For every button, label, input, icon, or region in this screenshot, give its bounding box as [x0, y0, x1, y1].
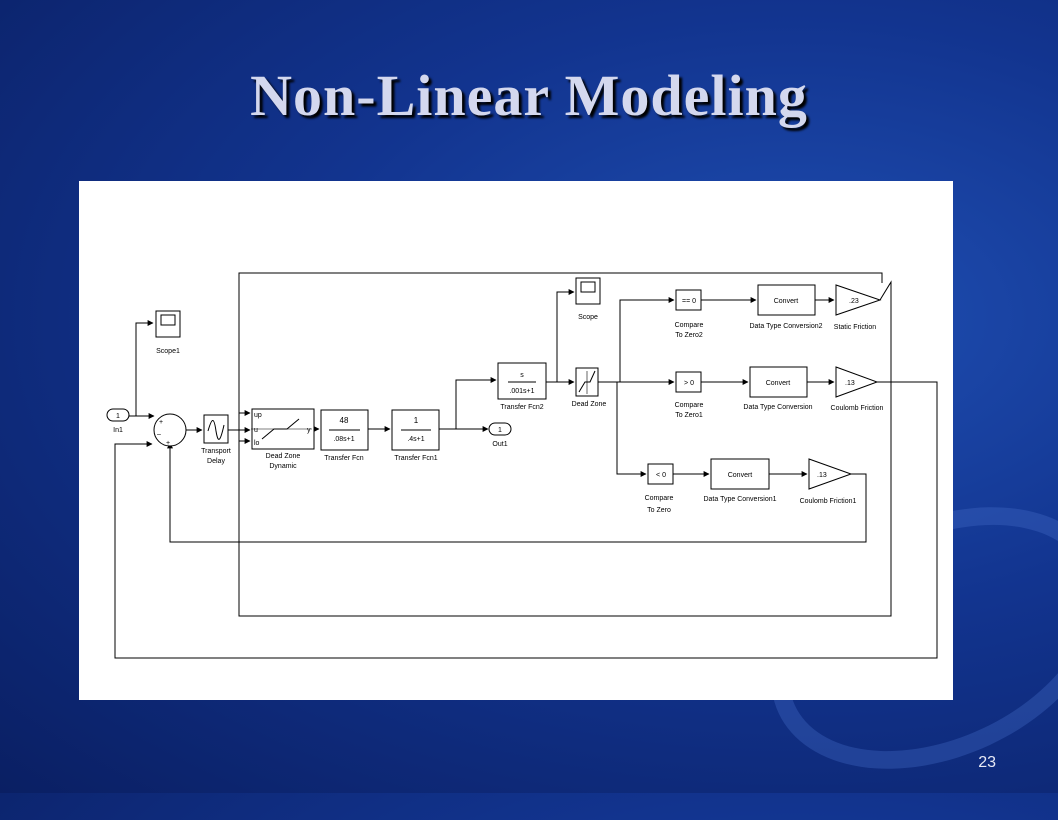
- transport-delay-label-2: Delay: [207, 458, 225, 465]
- dzd-curve-icon: [261, 418, 300, 440]
- coulomb-friction-label: Coulomb Friction: [831, 405, 884, 412]
- static-friction-gain-value: .23: [849, 298, 859, 305]
- cmp0-operator: < 0: [656, 472, 666, 479]
- tf2-label: Transfer Fcn2: [500, 404, 543, 411]
- cmp2-label-1: Compare: [675, 322, 704, 329]
- tf1-numerator: 1: [414, 416, 419, 425]
- compare-to-zero-block[interactable]: [647, 463, 674, 485]
- compare-to-zero2-block[interactable]: [675, 289, 702, 311]
- cmp0-label-2: To Zero: [647, 507, 671, 514]
- page-number: 23: [978, 754, 996, 771]
- dzd-port-u: u: [254, 427, 258, 434]
- data-type-conversion-block[interactable]: [749, 366, 808, 398]
- sum-block[interactable]: [153, 413, 187, 447]
- coulomb-friction1-gain-value: .13: [817, 472, 827, 479]
- transfer-fcn2-block[interactable]: [497, 362, 547, 400]
- tf2-numerator: s: [520, 372, 524, 379]
- static-friction-gain-block[interactable]: [835, 284, 882, 316]
- signal-lines: [114, 272, 938, 659]
- dtc2-text: Convert: [774, 298, 799, 305]
- coulomb-friction1-label: Coulomb Friction1: [800, 498, 857, 505]
- in1-port[interactable]: [106, 408, 130, 422]
- cmp2-label-2: To Zero2: [675, 332, 703, 339]
- cmp1-label-2: To Zero1: [675, 412, 703, 419]
- coulomb-friction-gain-block[interactable]: [835, 366, 879, 398]
- tf-numerator: 48: [340, 416, 349, 425]
- tf-denominator: .08s+1: [333, 436, 354, 443]
- compare-to-zero1-block[interactable]: [675, 371, 702, 393]
- out1-label: Out1: [492, 441, 507, 448]
- coulomb-friction1-gain-block[interactable]: [808, 458, 853, 490]
- dzd-port-lo: lo: [254, 440, 260, 447]
- slide-title: Non-Linear Modeling: [250, 63, 808, 128]
- scope-label: Scope: [578, 314, 598, 321]
- sum-sign-top: +: [159, 419, 163, 426]
- dead-zone-label: Dead Zone: [572, 401, 607, 408]
- tf2-denominator: .001s+1: [509, 388, 534, 395]
- dzd-port-up: up: [254, 412, 262, 419]
- static-friction-label: Static Friction: [834, 324, 877, 331]
- cmp0-label-1: Compare: [645, 495, 674, 502]
- in1-port-number: 1: [116, 413, 120, 420]
- cmp1-label-1: Compare: [675, 402, 704, 409]
- out1-port[interactable]: [488, 422, 512, 436]
- dzd-label-2: Dynamic: [269, 463, 297, 470]
- sum-sign-bottom: +: [166, 440, 170, 447]
- dzd-port-y: y: [307, 427, 311, 434]
- dtc-label: Data Type Conversion: [743, 404, 812, 411]
- dead-zone-curve-icon: [578, 370, 596, 393]
- simulink-diagram-panel: 1 In1 Scope1 + – + Transport Delay up u …: [79, 181, 953, 700]
- simulink-diagram: 1 In1 Scope1 + – + Transport Delay up u …: [106, 272, 938, 659]
- dzd-label-1: Dead Zone: [266, 453, 301, 460]
- tf-label: Transfer Fcn: [324, 455, 364, 462]
- delay-wave-icon: [207, 420, 225, 440]
- coulomb-friction-gain-value: .13: [845, 380, 855, 387]
- data-type-conversion1-block[interactable]: [710, 458, 770, 490]
- sum-sign-middle: –: [157, 431, 161, 438]
- scope1-label: Scope1: [156, 348, 180, 355]
- tf1-label: Transfer Fcn1: [394, 455, 437, 462]
- scope-screen-icon: [580, 281, 596, 293]
- scope1-screen-icon: [160, 314, 176, 326]
- dtc1-text: Convert: [728, 472, 753, 479]
- tf1-denominator: .4s+1: [407, 436, 424, 443]
- dtc2-label: Data Type Conversion2: [749, 323, 822, 330]
- dtc1-label: Data Type Conversion1: [703, 496, 776, 503]
- cmp2-operator: == 0: [682, 298, 696, 305]
- cmp1-operator: > 0: [684, 380, 694, 387]
- out1-port-number: 1: [498, 427, 502, 434]
- dtc-text: Convert: [766, 380, 791, 387]
- data-type-conversion2-block[interactable]: [757, 284, 816, 316]
- in1-label: In1: [113, 427, 123, 434]
- transport-delay-label-1: Transport: [201, 448, 231, 455]
